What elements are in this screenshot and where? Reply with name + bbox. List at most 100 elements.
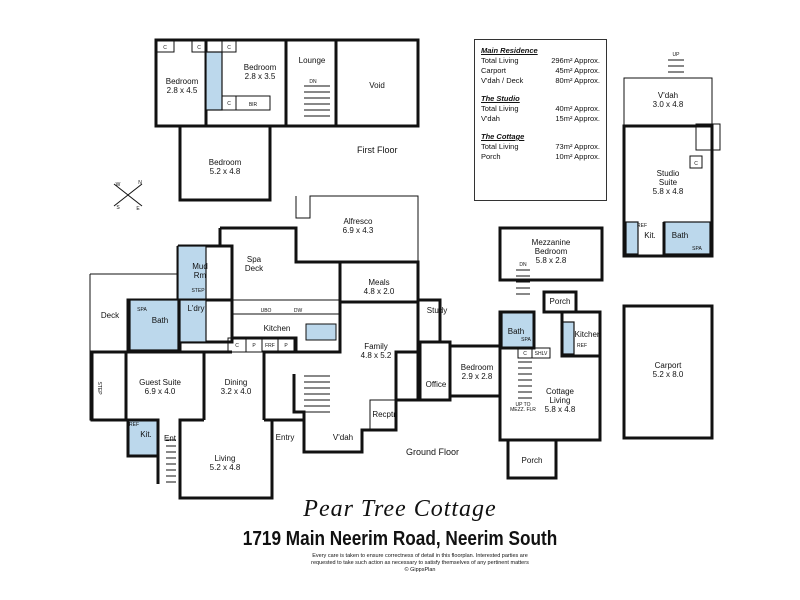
studio-suite-name: Studio — [657, 169, 680, 178]
mud-rm-name: Mud — [192, 262, 208, 271]
first-floor-label: First Floor — [357, 145, 398, 155]
studio-suite-name-2: Suite — [659, 178, 678, 187]
study-name: Study — [427, 306, 447, 315]
cupboard-label: C — [523, 351, 527, 357]
studio-suite-dim: 5.8 x 4.8 — [653, 187, 684, 196]
spa-deck-name: Spa — [247, 255, 262, 264]
bottom-porch-name: Porch — [522, 456, 543, 465]
dining-dim: 3.2 x 4.0 — [221, 387, 252, 396]
family-name: Family — [364, 342, 388, 351]
dw-label: DW — [294, 308, 303, 314]
cottage-heading: The Cottage — [481, 132, 525, 141]
carport: Carport 5.2 x 8.0 — [622, 304, 714, 440]
ground-floor-label: Ground Floor — [406, 447, 459, 457]
alfresco-dim: 6.9 x 4.3 — [343, 226, 374, 235]
reception-name: Recptn — [372, 410, 397, 419]
link-bedroom-name: Bedroom — [461, 363, 494, 372]
mezzanine-name: Mezzanine — [532, 238, 571, 247]
up-to-label: UP TO — [515, 402, 530, 408]
cupboard-label: C — [163, 45, 167, 51]
living-name: Living — [215, 454, 236, 463]
alfresco-name: Alfresco — [344, 217, 373, 226]
spa-label: SPA — [137, 307, 147, 313]
link-bedroom: Bedroom 2.9 x 2.8 — [450, 344, 500, 398]
svg-text:S: S — [116, 205, 120, 211]
cupboard-label: C — [197, 45, 201, 51]
mezzanine-name-2: Bedroom — [535, 247, 568, 256]
ubo-label: UBO — [261, 308, 272, 314]
pantry-p-label: P — [252, 343, 256, 349]
bedroom-1-name: Bedroom — [166, 77, 199, 86]
cottage: Mezzanine Bedroom 5.8 x 2.8 DN Porch Bat… — [498, 226, 604, 480]
mezzanine-dim: 5.8 x 2.8 — [536, 256, 567, 265]
studio-bath-name: Bath — [672, 231, 688, 240]
kitchen-island — [305, 323, 337, 341]
cupboard-label: C — [694, 161, 698, 167]
studio-verandah-dim: 3.0 x 4.8 — [653, 100, 684, 109]
property-address: 1719 Main Neerim Road, Neerim South — [242, 528, 558, 550]
verandah-front-name: V'dah — [333, 433, 353, 442]
guest-suite-name: Guest Suite — [139, 378, 181, 387]
guest-suite-dim: 6.9 x 4.0 — [145, 387, 176, 396]
dining-name: Dining — [225, 378, 248, 387]
step-label: STEP — [191, 288, 205, 294]
disclaimer-line: Every care is taken to ensure correctnes… — [312, 553, 528, 559]
svg-text:W: W — [116, 182, 121, 188]
link-bedroom-dim: 2.9 x 2.8 — [462, 372, 493, 381]
bir-label: BIR — [249, 102, 258, 108]
meals-name: Meals — [368, 278, 389, 287]
bedroom-2-name: Bedroom — [244, 63, 277, 72]
pantry-c-label: C — [235, 343, 239, 349]
stair-dn-label: DN — [519, 262, 527, 268]
main-bath-name: Bath — [152, 316, 168, 325]
cottage-kitchen-bench — [561, 321, 575, 355]
cupboard-label: C — [227, 101, 231, 107]
meals-dim: 4.8 x 2.0 — [364, 287, 395, 296]
studio-fridge-label: REF — [637, 223, 647, 229]
top-porch-name: Porch — [550, 297, 571, 306]
guest-fridge-label: REF — [129, 422, 139, 428]
studio-bath — [663, 221, 711, 255]
spa-label: SPA — [692, 246, 702, 252]
cottage-living-name: Cottage — [546, 387, 575, 396]
cottage-bath-name: Bath — [508, 327, 524, 336]
mud-rm-name-2: Rm — [194, 271, 207, 280]
property-name: Pear Tree Cottage — [303, 496, 497, 522]
cottage-living-dim: 5.8 x 4.8 — [545, 405, 576, 414]
cottage-fridge-label: REF — [577, 343, 587, 349]
ground-floor-main: Alfresco 6.9 x 4.3 Spa Deck Mud Rm STEP … — [89, 195, 459, 500]
bedroom-3-name: Bedroom — [209, 158, 242, 167]
laundry — [179, 299, 207, 343]
first-floor-ensuite — [205, 51, 223, 111]
studio: UP V'dah 3.0 x 4.8 C Studio Suite 5.8 x … — [622, 52, 721, 258]
svg-text:E: E — [136, 206, 140, 212]
carport-name: Carport — [655, 361, 682, 370]
main-bath — [129, 299, 179, 351]
family-dim: 4.8 x 5.2 — [361, 351, 392, 360]
cottage-living-name-2: Living — [550, 396, 571, 405]
spa-label: SPA — [521, 337, 531, 343]
bedroom-2-dim: 2.8 x 3.5 — [245, 72, 276, 81]
spa-deck-name-2: Deck — [245, 264, 264, 273]
deck-name: Deck — [101, 311, 120, 320]
stair-up-label: UP — [673, 52, 681, 58]
living-dim: 5.2 x 4.8 — [210, 463, 241, 472]
disclaimer-line: requested to take such action as necessa… — [311, 560, 529, 566]
copyright: © GippsPlan — [404, 567, 436, 573]
office-name: Office — [426, 380, 447, 389]
compass-icon: W N S E — [113, 180, 143, 212]
studio-heading: The Studio — [481, 94, 520, 103]
studio-verandah-name: V'dah — [658, 91, 678, 100]
entrance-name: Ent — [164, 434, 177, 443]
bedroom-1-dim: 2.8 x 4.5 — [167, 86, 198, 95]
disclaimer: Every care is taken to ensure correctnes… — [270, 553, 570, 574]
studio-kitchen-name: Kit. — [644, 231, 656, 240]
bedroom-3-dim: 5.2 x 4.8 — [210, 167, 241, 176]
shelf-label: SHLV — [535, 351, 548, 357]
svg-text:N: N — [138, 180, 142, 186]
